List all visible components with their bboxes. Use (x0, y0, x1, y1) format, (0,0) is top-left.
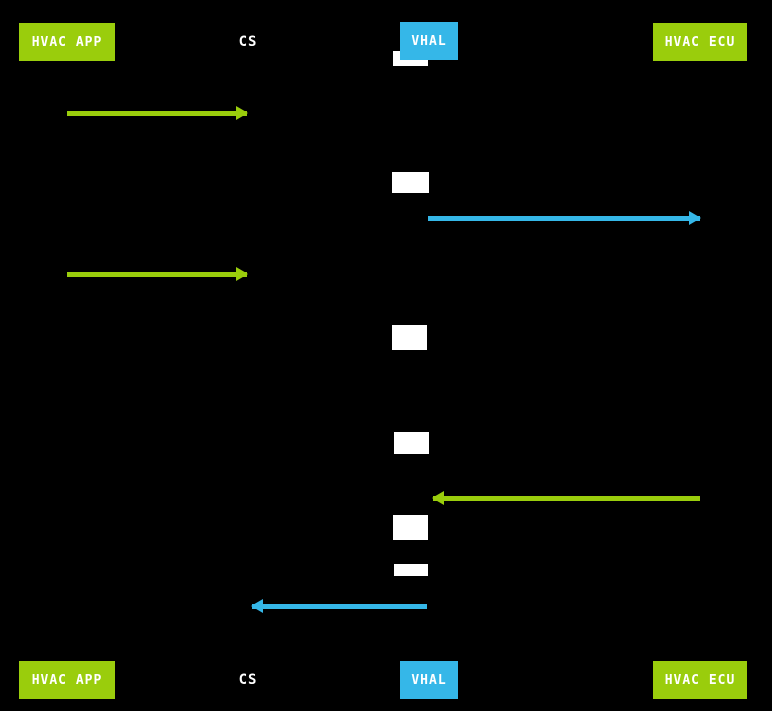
lifeline-cs (248, 61, 249, 661)
arrow-head-icon (251, 599, 263, 613)
label-box-2 (392, 172, 429, 193)
lifeline-hvac-app (67, 61, 68, 661)
actor-top-cs[interactable]: CS (238, 34, 258, 50)
actor-bottom-cs[interactable]: CS (238, 672, 258, 688)
label-box-5 (393, 515, 428, 540)
label-box-3 (392, 325, 427, 350)
arrow-head-icon (236, 106, 248, 120)
label-box-4 (394, 432, 429, 454)
arrow-shaft (67, 111, 247, 116)
lifeline-hvac-ecu (700, 61, 701, 661)
msg-vhal-to-cs-1[interactable] (251, 599, 427, 613)
msg-ecu-to-vhal-1[interactable] (432, 491, 700, 505)
arrow-head-icon (689, 211, 701, 225)
arrow-shaft (428, 216, 700, 221)
arrow-head-icon (236, 267, 248, 281)
actor-top-hvac-app[interactable]: HVAC APP (19, 23, 115, 61)
actor-bottom-vhal[interactable]: VHAL (400, 661, 458, 699)
msg-app-to-cs-2[interactable] (67, 267, 248, 281)
msg-vhal-to-ecu-1[interactable] (428, 211, 701, 225)
arrow-shaft (433, 496, 700, 501)
arrow-shaft (67, 272, 247, 277)
label-box-6 (394, 564, 428, 576)
actor-bottom-hvac-app[interactable]: HVAC APP (19, 661, 115, 699)
arrow-shaft (252, 604, 427, 609)
actor-top-vhal[interactable]: VHAL (400, 22, 458, 60)
msg-app-to-cs-1[interactable] (67, 106, 248, 120)
arrow-head-icon (432, 491, 444, 505)
actor-bottom-hvac-ecu[interactable]: HVAC ECU (653, 661, 747, 699)
lifeline-vhal (429, 60, 430, 661)
actor-top-hvac-ecu[interactable]: HVAC ECU (653, 23, 747, 61)
